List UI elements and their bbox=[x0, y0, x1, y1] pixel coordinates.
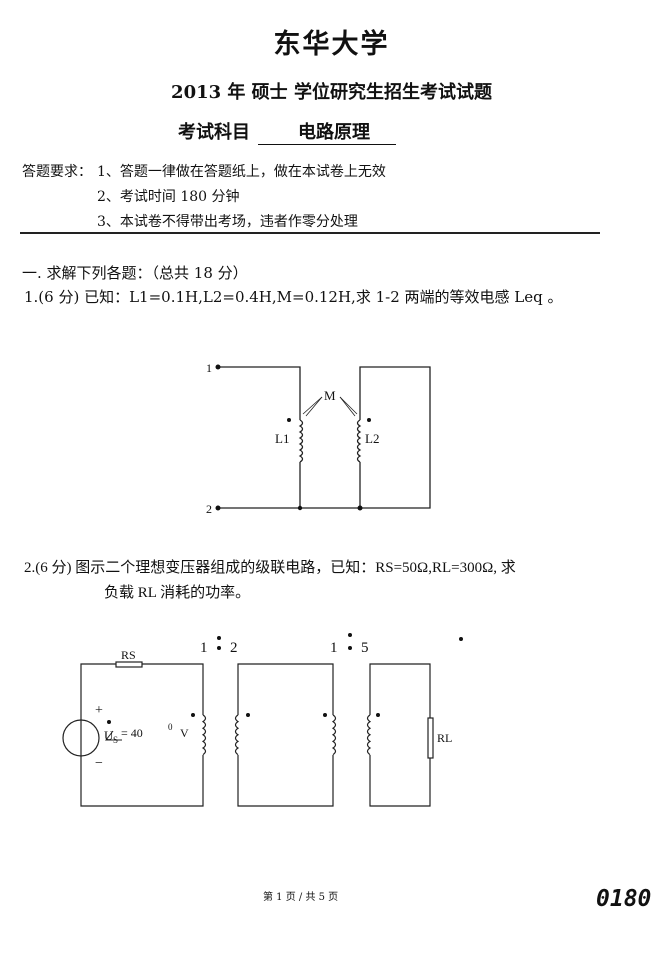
document-stamp: 0180 bbox=[596, 886, 652, 912]
ratio-dot bbox=[217, 646, 221, 650]
inductor-l2-label: L2 bbox=[365, 431, 379, 446]
stray-dot bbox=[459, 637, 463, 641]
ratio-1-right: 2 bbox=[230, 640, 238, 656]
university-title: 东华大学 bbox=[273, 29, 390, 60]
exam-title: 2013 年 硕士 学位研究生招生考试试题 bbox=[171, 82, 492, 103]
page-number: 第 1 页 / 共 5 页 bbox=[263, 892, 339, 903]
minus-sign: − bbox=[95, 756, 103, 771]
junction-dot bbox=[297, 505, 303, 511]
ratio-1-left: 1 bbox=[200, 640, 208, 656]
terminal-1-label: 1 bbox=[206, 361, 212, 375]
polarity-dot bbox=[323, 713, 327, 717]
junction-dot bbox=[357, 505, 363, 511]
divider bbox=[20, 232, 600, 234]
phasor-dot bbox=[107, 720, 111, 724]
rs-label: RS bbox=[121, 648, 136, 662]
plus-sign: + bbox=[95, 703, 103, 718]
polarity-dot bbox=[287, 418, 291, 422]
question-2-line-2: 负载 RL 消耗的功率。 bbox=[104, 584, 250, 601]
subject-label: 考试科目 bbox=[178, 122, 250, 143]
requirement-item: 1、答题一律做在答题纸上，做在本试卷上无效 bbox=[97, 164, 386, 180]
inductor-l1-label: L1 bbox=[275, 431, 289, 446]
rl-label: RL bbox=[437, 731, 452, 745]
ratio-dot bbox=[217, 636, 221, 640]
terminal-2-dot bbox=[215, 505, 221, 511]
requirement-item: 2、考试时间 180 分钟 bbox=[97, 189, 240, 205]
terminal-1-dot bbox=[215, 364, 221, 370]
section-heading: 一. 求解下列各题：（总共 18 分） bbox=[22, 264, 248, 282]
polarity-dot bbox=[367, 418, 371, 422]
subject-value: 电路原理 bbox=[258, 118, 396, 145]
polarity-dot bbox=[191, 713, 195, 717]
source-unit: V bbox=[180, 726, 189, 740]
source-symbol: U bbox=[104, 728, 114, 743]
terminal-2-label: 2 bbox=[206, 502, 212, 516]
source-angle: 0 bbox=[168, 722, 173, 732]
requirement-item: 3、本试卷不得带出考场，违者作零分处理 bbox=[97, 214, 358, 230]
ratio-2-left: 1 bbox=[330, 640, 338, 656]
mutual-label: M bbox=[324, 388, 336, 403]
circuit-2 bbox=[62, 661, 434, 807]
question-2-line-1: 2.(6 分) 图示二个理想变压器组成的级联电路，已知：RS=50Ω,RL=30… bbox=[24, 559, 516, 576]
requirements-label: 答题要求： bbox=[22, 164, 92, 180]
source-subscript: S bbox=[113, 735, 118, 745]
ratio-dot bbox=[348, 633, 352, 637]
polarity-dot bbox=[246, 713, 250, 717]
question-1: 1.(6 分) 已知：L1=0.1H,L2=0.4H,M=0.12H,求 1-2… bbox=[24, 288, 563, 306]
resistor-rs bbox=[115, 661, 143, 668]
exam-subject: 考试科目电路原理 bbox=[178, 118, 396, 145]
polarity-dot bbox=[376, 713, 380, 717]
source-value: = 40 bbox=[121, 726, 143, 740]
ratio-2-right: 5 bbox=[361, 640, 369, 656]
ratio-dot bbox=[348, 646, 352, 650]
resistor-rl bbox=[427, 717, 434, 759]
